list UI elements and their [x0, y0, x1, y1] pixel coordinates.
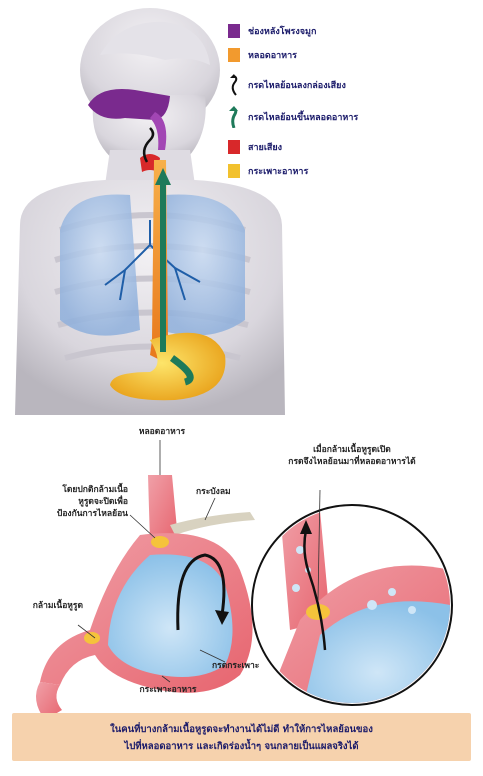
label-line: หูรูดจะปิดเพื่อ: [10, 496, 128, 508]
label-line: กรดจึงไหลย้อนมาที่หลอดอาหารได้: [262, 456, 442, 468]
legend-swatch: [228, 140, 240, 154]
label-stomach: กระเพาะอาหาร: [118, 684, 218, 696]
legend-label: สายเสียง: [248, 140, 282, 154]
pyloric-sphincter: [84, 632, 100, 644]
label-stomach-acid: กรดกระเพาะ: [212, 660, 282, 672]
label-sphincter-open: เมื่อกล้ามเนื้อหูรูดเปิด กรดจึงไหลย้อนมา…: [262, 444, 442, 468]
legend-label: กระเพาะอาหาร: [248, 164, 308, 178]
curved-arrow-icon: [228, 106, 240, 128]
caption-box: ในคนที่บางกล้ามเนื้อหูรูดจะทำงานได้ไม่ดี…: [12, 713, 471, 761]
legend-item-nasopharynx: ช่องหลังโพรงจมูก: [228, 22, 316, 40]
label-sphincter: กล้ามเนื้อหูรูด: [8, 600, 83, 612]
legend-label: กรดไหลย้อนขึ้นหลอดอาหาร: [248, 110, 358, 124]
caption-line-2: ไปที่หลอดอาหาร และเกิดร่องน้ำๆ จนกลายเป็…: [12, 739, 471, 754]
legend-label: หลอดอาหาร: [248, 48, 297, 62]
curved-arrow-icon: [228, 74, 240, 96]
legend-swatch: [228, 164, 240, 178]
torso-illustration: ช่องหลังโพรงจมูก หลอดอาหาร กรดไหลย้อนลงก…: [0, 0, 483, 420]
legend-item-acid-larynx: กรดไหลย้อนลงกล่องเสียง: [228, 70, 346, 100]
diaphragm-band: [170, 512, 255, 535]
label-sphincter-closed: โดยปกติกล้ามเนื้อ หูรูดจะปิดเพื่อ ป้องกั…: [10, 484, 128, 520]
label-line: เมื่อกล้ามเนื้อหูรูดเปิด: [262, 444, 442, 456]
upper-sphincter: [151, 536, 169, 548]
legend-swatch: [228, 24, 240, 38]
legend-item-stomach: กระเพาะอาหาร: [228, 162, 308, 180]
left-lung: [60, 194, 140, 335]
label-line: โดยปกติกล้ามเนื้อ: [10, 484, 128, 496]
legend-item-esophagus: หลอดอาหาร: [228, 46, 297, 64]
legend-item-acid-esophagus: กรดไหลย้อนขึ้นหลอดอาหาร: [228, 102, 358, 132]
label-diaphragm: กระบังลม: [196, 486, 256, 498]
legend-label: ช่องหลังโพรงจมูก: [248, 24, 316, 38]
legend-item-vocal-cords: สายเสียง: [228, 138, 282, 156]
label-esophagus: หลอดอาหาร: [112, 426, 212, 438]
label-line: ป้องกันการไหลย้อน: [10, 508, 128, 520]
caption-line-1: ในคนที่บางกล้ามเนื้อหูรูดจะทำงานได้ไม่ดี…: [12, 722, 471, 737]
legend-swatch: [228, 48, 240, 62]
legend-label: กรดไหลย้อนลงกล่องเสียง: [248, 78, 346, 92]
